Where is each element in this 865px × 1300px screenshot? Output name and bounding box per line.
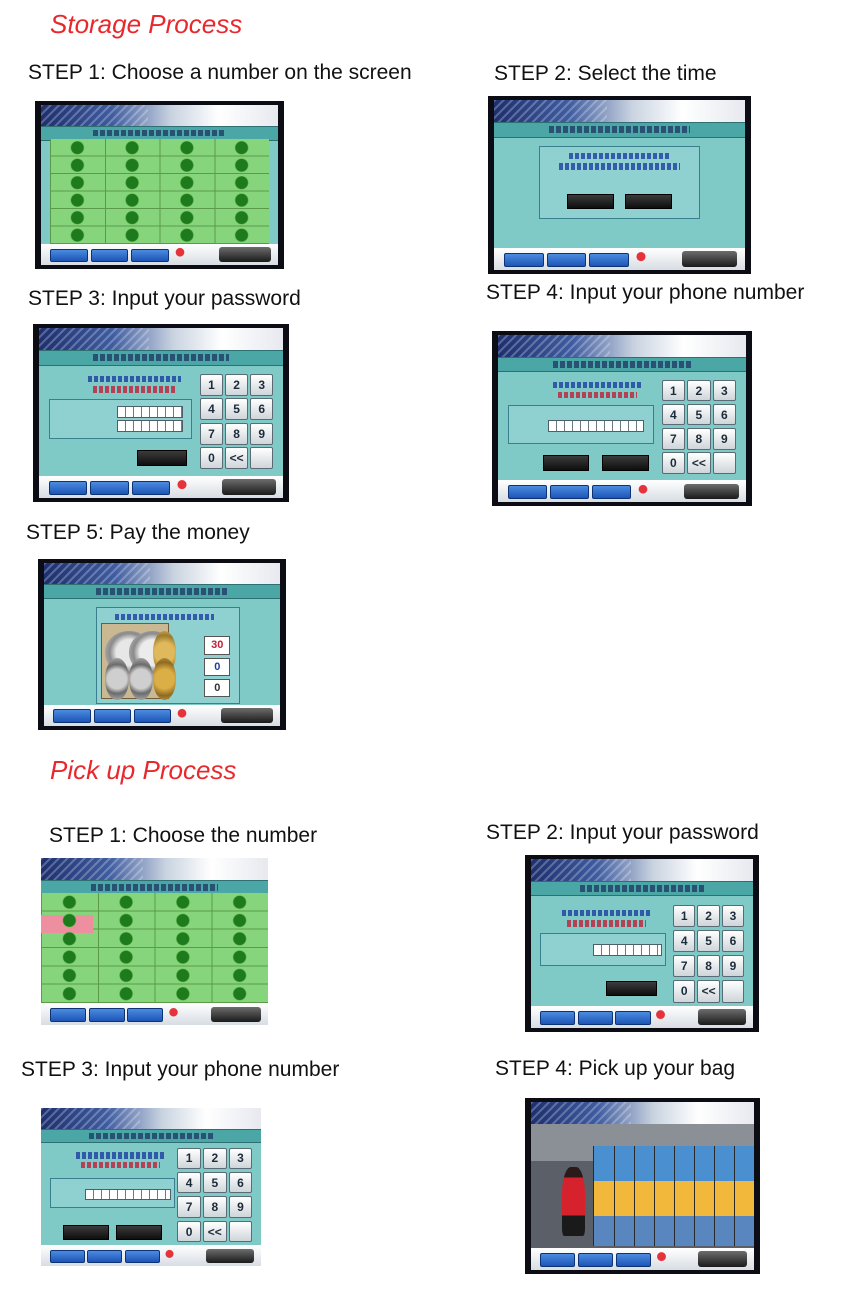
keypad-key: 0 — [200, 447, 223, 470]
keypad-key: << — [203, 1220, 227, 1243]
keypad-key: 2 — [697, 904, 720, 927]
amount-due-value: 30 — [204, 636, 231, 655]
keypad-key: << — [697, 980, 720, 1003]
pickup-step-1-label: STEP 1: Choose the number — [49, 824, 318, 847]
storage-step-1-label: STEP 1: Choose a number on the screen — [28, 61, 412, 84]
storage-process-title: Storage Process — [50, 9, 243, 39]
person-figure — [562, 1167, 585, 1236]
storage-step-4-screenshot: 1 2 3 4 5 6 7 8 9 0 << — [492, 331, 752, 506]
keypad-key: 5 — [687, 404, 711, 426]
keypad-key: 3 — [712, 380, 737, 402]
pickup-process-title: Pick up Process — [50, 755, 237, 785]
storage-step-1-screenshot — [35, 101, 284, 269]
keypad-key: 2 — [225, 373, 249, 396]
keypad-key: << — [225, 447, 249, 470]
keypad-key: 6 — [721, 929, 745, 953]
change-value: 0 — [204, 678, 231, 698]
keypad-key: 4 — [200, 398, 223, 421]
amount-paid-value: 0 — [204, 657, 231, 676]
keypad-key: 2 — [687, 380, 711, 402]
keypad-key: 3 — [250, 373, 274, 396]
pickup-step-2-screenshot: 1 2 3 4 5 6 7 8 9 0 << — [525, 855, 759, 1032]
keypad-key: 8 — [203, 1196, 227, 1218]
keypad-key — [228, 1220, 253, 1243]
keypad-key: 4 — [661, 404, 685, 426]
pickup-step-4-screenshot — [525, 1098, 760, 1274]
pickup-step-4-label: STEP 4: Pick up your bag — [495, 1057, 736, 1080]
keypad-key: 1 — [661, 380, 685, 402]
storage-step-2-screenshot — [488, 96, 751, 274]
pickup-step-1-screenshot — [41, 858, 268, 1025]
keypad-key: 1 — [673, 904, 696, 927]
keypad-key: 6 — [228, 1171, 253, 1194]
keypad-key: 3 — [721, 904, 745, 927]
keypad-key: 4 — [673, 929, 696, 953]
keypad-key: 2 — [203, 1147, 227, 1170]
keypad-key: 3 — [228, 1147, 253, 1170]
keypad-key: 0 — [673, 980, 696, 1003]
pickup-password-keypad: 1 2 3 4 5 6 7 8 9 0 << — [673, 904, 745, 1003]
keypad-key: 1 — [200, 373, 223, 396]
locker-photo — [531, 1123, 754, 1249]
keypad-key: 4 — [177, 1171, 201, 1194]
keypad-key: 9 — [228, 1196, 253, 1218]
keypad-key — [250, 447, 274, 470]
pickup-phone-keypad: 1 2 3 4 5 6 7 8 9 0 << — [177, 1147, 253, 1243]
password-keypad: 1 2 3 4 5 6 7 8 9 0 << — [200, 373, 274, 470]
keypad-key: 6 — [712, 404, 737, 426]
keypad-key: 7 — [177, 1196, 201, 1218]
keypad-key: 7 — [661, 428, 685, 450]
keypad-key: 0 — [661, 452, 685, 474]
keypad-key: 8 — [225, 422, 249, 445]
keypad-key: 5 — [225, 398, 249, 421]
keypad-key: << — [687, 452, 711, 474]
keypad-key: 5 — [203, 1171, 227, 1194]
pickup-step-3-screenshot: 1 2 3 4 5 6 7 8 9 0 << — [41, 1108, 261, 1266]
phone-keypad: 1 2 3 4 5 6 7 8 9 0 << — [661, 380, 737, 474]
keypad-key: 8 — [697, 955, 720, 978]
keypad-key: 7 — [673, 955, 696, 978]
storage-step-3-screenshot: 1 2 3 4 5 6 7 8 9 0 << — [33, 324, 289, 502]
pickup-step-3-label: STEP 3: Input your phone number — [21, 1058, 340, 1081]
storage-step-3-label: STEP 3: Input your password — [28, 287, 301, 310]
storage-step-5-label: STEP 5: Pay the money — [26, 521, 250, 544]
keypad-key: 8 — [687, 428, 711, 450]
keypad-key: 9 — [721, 955, 745, 978]
storage-step-2-label: STEP 2: Select the time — [494, 62, 717, 85]
keypad-key: 6 — [250, 398, 274, 421]
keypad-key: 7 — [200, 422, 223, 445]
keypad-key: 0 — [177, 1220, 201, 1243]
pickup-step-2-label: STEP 2: Input your password — [486, 821, 759, 844]
storage-step-4-label: STEP 4: Input your phone number — [486, 281, 805, 304]
keypad-key: 5 — [697, 929, 720, 953]
keypad-key — [721, 980, 745, 1003]
storage-step-5-screenshot: 30 0 0 — [38, 559, 286, 730]
keypad-key: 9 — [712, 428, 737, 450]
keypad-key — [712, 452, 737, 474]
keypad-key: 1 — [177, 1147, 201, 1170]
keypad-key: 9 — [250, 422, 274, 445]
